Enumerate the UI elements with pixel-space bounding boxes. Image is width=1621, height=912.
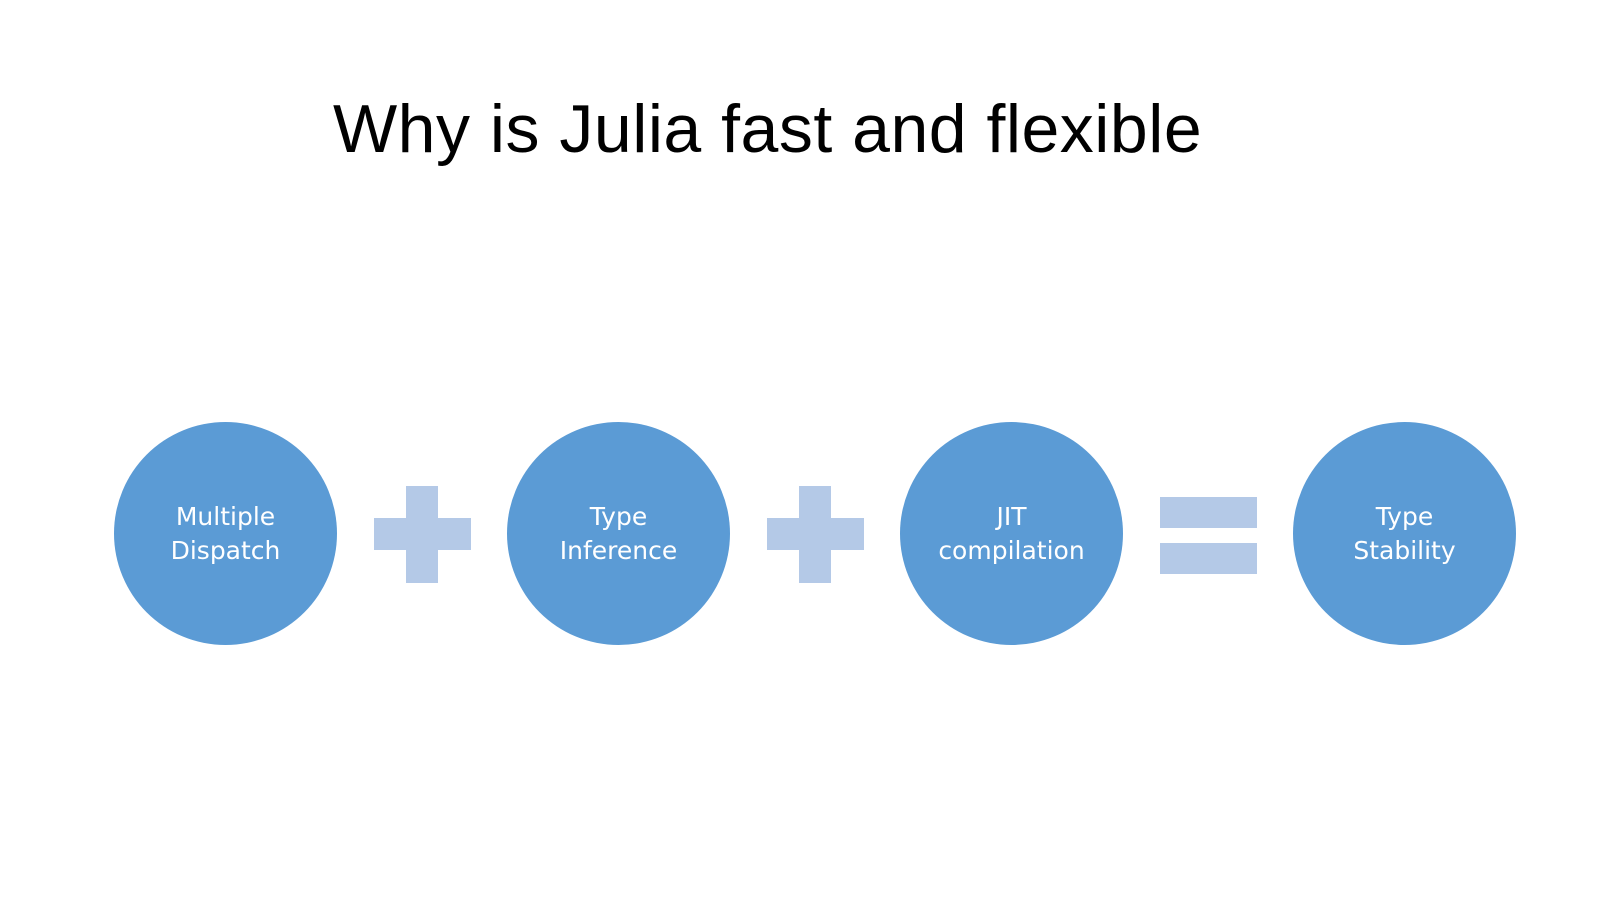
equals-icon <box>1160 497 1257 574</box>
circle-multiple-dispatch: Multiple Dispatch <box>114 422 337 645</box>
circle-type-inference: Type Inference <box>507 422 730 645</box>
circle-label-line1: Type <box>1375 501 1434 531</box>
plus-icon <box>374 486 471 583</box>
circle-label-line1: JIT <box>996 501 1027 531</box>
equals-bottom-bar <box>1160 543 1257 574</box>
circle-label-line2: compilation <box>938 535 1085 565</box>
circle-label-line2: Dispatch <box>170 535 281 565</box>
plus-icon <box>767 486 864 583</box>
circle-jit-compilation: JIT compilation <box>900 422 1123 645</box>
circle-label-line2: Stability <box>1353 535 1456 565</box>
circle-label-line1: Type <box>589 501 648 531</box>
circle-label-line2: Inference <box>559 535 678 565</box>
plus-vertical-bar <box>406 486 438 583</box>
plus-vertical-bar <box>799 486 831 583</box>
circle-label-line1: Multiple <box>175 501 276 531</box>
equals-top-bar <box>1160 497 1257 528</box>
slide-title: Why is Julia fast and flexible <box>333 91 1203 167</box>
circle-type-stability: Type Stability <box>1293 422 1516 645</box>
